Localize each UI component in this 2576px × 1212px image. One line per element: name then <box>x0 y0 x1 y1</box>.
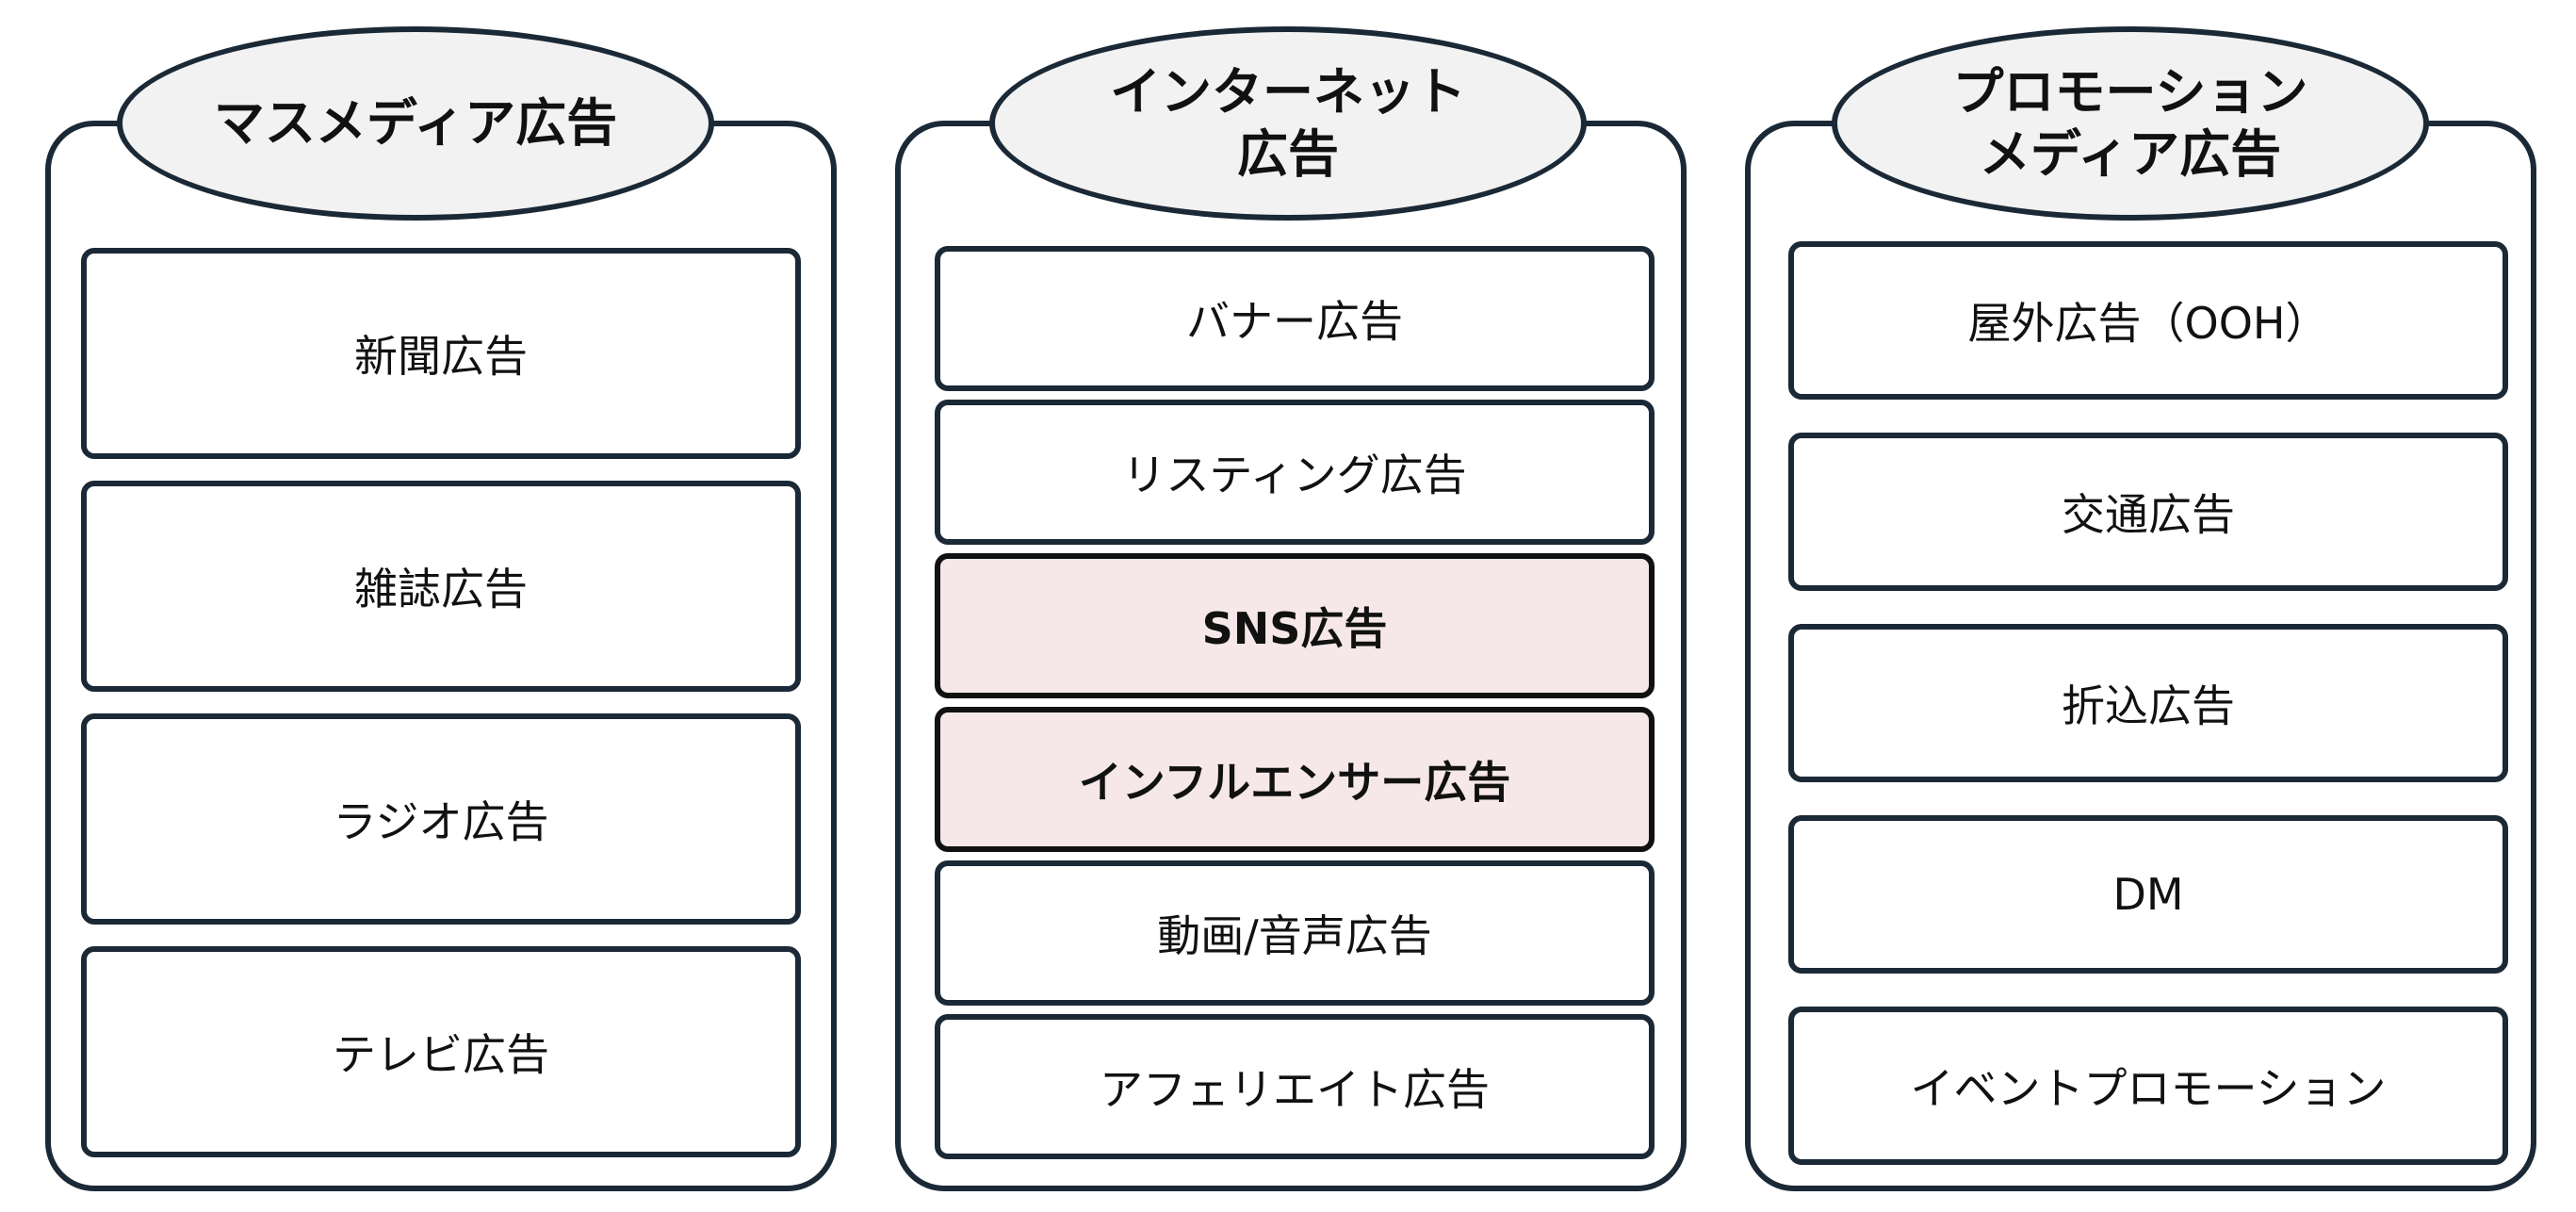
item-video-audio-ad: 動画/音声広告 <box>935 860 1655 1006</box>
item-sns-ad: SNS広告 <box>935 553 1655 698</box>
item-affiliate-ad: アフェリエイト広告 <box>935 1014 1655 1159</box>
item-transit-ad: 交通広告 <box>1788 433 2508 591</box>
item-banner-ad: バナー広告 <box>935 246 1655 391</box>
item-ooh-ad: 屋外広告（OOH） <box>1788 241 2508 400</box>
column-promotion-media-title: プロモーション メディア広告 <box>1832 26 2429 221</box>
item-listing-ad: リスティング広告 <box>935 400 1655 545</box>
item-insert-ad: 折込広告 <box>1788 624 2508 782</box>
item-radio-ad: ラジオ広告 <box>81 713 801 925</box>
item-newspaper-ad: 新聞広告 <box>81 248 801 459</box>
column-mass-media-title: マスメディア広告 <box>117 26 714 221</box>
item-influencer-ad: インフルエンサー広告 <box>935 707 1655 852</box>
item-dm: DM <box>1788 815 2508 974</box>
column-internet-title: インターネット 広告 <box>989 26 1587 221</box>
item-event-promotion: イベントプロモーション <box>1788 1007 2508 1165</box>
item-magazine-ad: 雑誌広告 <box>81 481 801 692</box>
item-tv-ad: テレビ広告 <box>81 946 801 1157</box>
